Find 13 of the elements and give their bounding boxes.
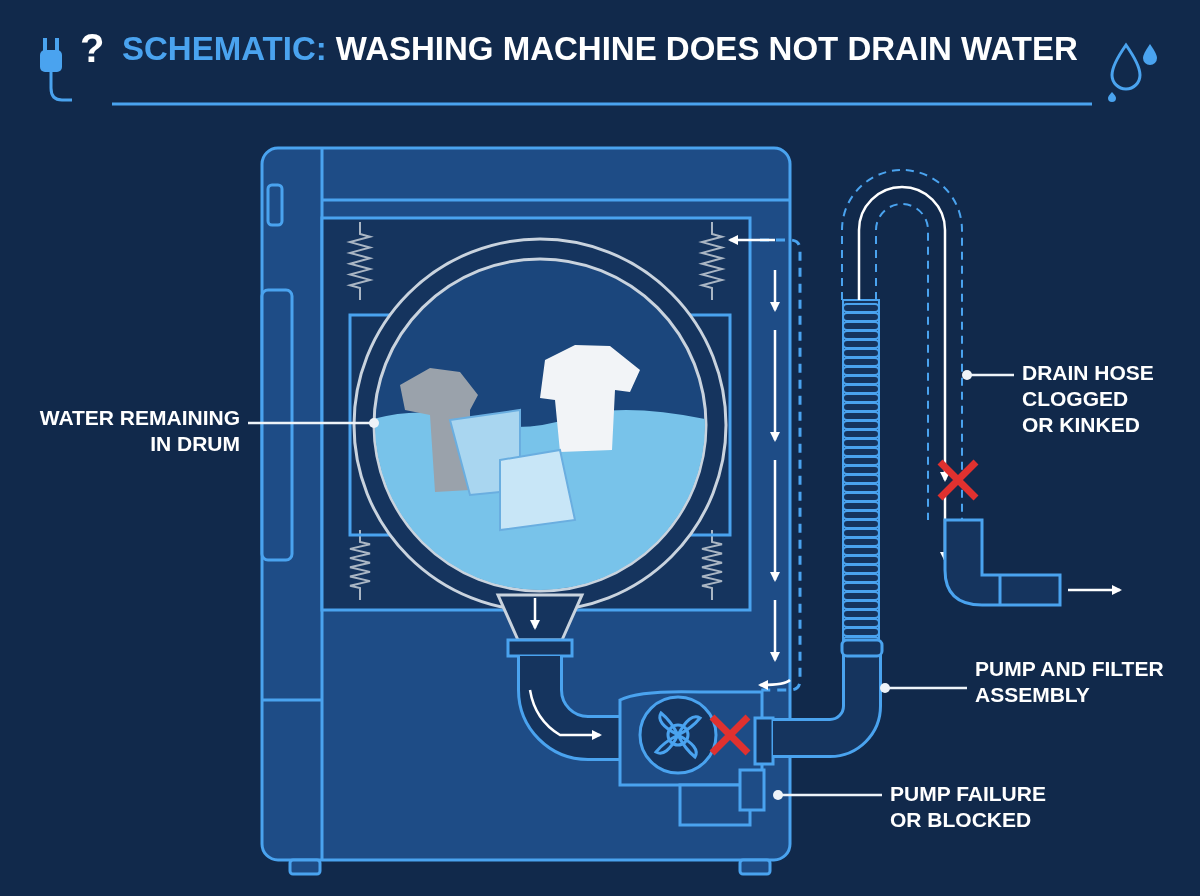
leader-line — [962, 370, 1014, 380]
callout-label: PUMP FAILURE OR BLOCKED — [890, 781, 1047, 833]
drum-water — [372, 257, 708, 593]
leader-line — [880, 683, 967, 693]
leader-line — [248, 418, 379, 428]
callout-label: DRAIN HOSE CLOGGED OR KINKED — [1022, 360, 1155, 438]
pump-motor — [678, 768, 766, 827]
leader-line — [773, 790, 882, 800]
callout-label: WATER REMAINING IN DRUM — [38, 405, 240, 457]
pump-outlet-pipe — [773, 638, 884, 758]
title: SCHEMATIC: WASHING MACHINE DOES NOT DRAIN WATER — [122, 30, 1078, 68]
callout-label: PUMP AND FILTER ASSEMBLY — [975, 656, 1165, 708]
question-mark: ? — [80, 26, 105, 71]
